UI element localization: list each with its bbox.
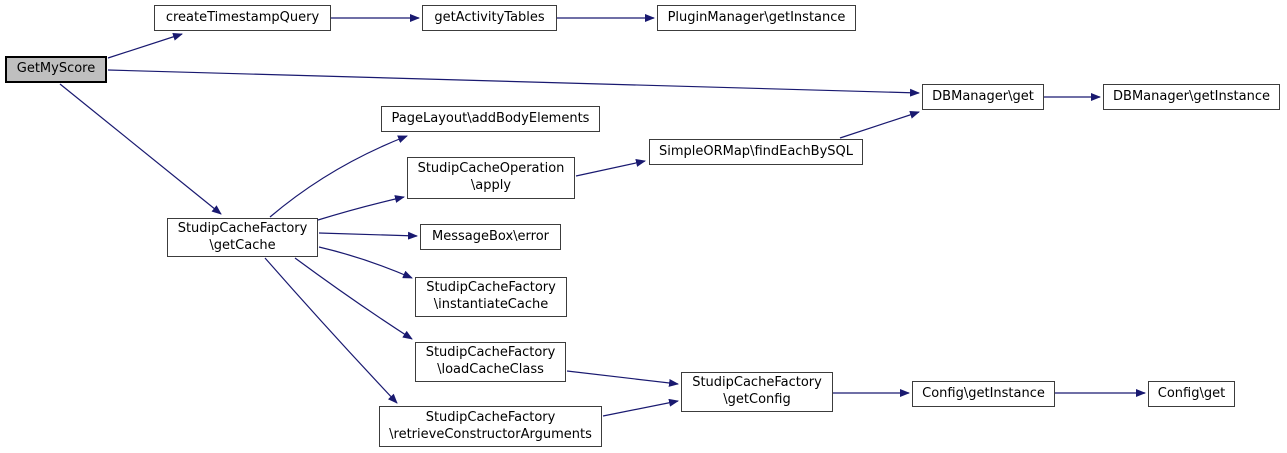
graph-node-config-get[interactable]: Config\get xyxy=(1148,381,1235,407)
graph-node-studip-cache-factory-get-cache[interactable]: StudipCacheFactory\getCache xyxy=(167,218,318,257)
edge-studip-cache-factory-load-cache-class--studip-cache-factory-get-config xyxy=(566,370,679,387)
graph-node-message-box-error[interactable]: MessageBox\error xyxy=(420,224,561,250)
graph-node-studip-cache-factory-instantiate-cache[interactable]: StudipCacheFactory\instantiateCache xyxy=(415,277,567,317)
edge-studip-cache-factory-get-cache--studip-cache-operation-apply xyxy=(317,195,405,221)
edge-studip-cache-factory-retrieve-constructor-arguments--studip-cache-factory-get-config xyxy=(602,398,679,417)
graph-node-page-layout-add-body-elements[interactable]: PageLayout\addBodyElements xyxy=(381,106,600,132)
edge-simple-ormap-find-each-by-sql--db-manager-get xyxy=(839,111,920,139)
graph-node-studip-cache-factory-load-cache-class[interactable]: StudipCacheFactory\loadCacheClass xyxy=(415,342,566,382)
edge-get-my-score--studip-cache-factory-get-cache xyxy=(59,83,222,215)
graph-node-create-timestamp-query[interactable]: createTimestampQuery xyxy=(154,5,331,31)
edge-get-my-score--db-manager-get xyxy=(107,69,920,97)
graph-node-plugin-manager-get-instance[interactable]: PluginManager\getInstance xyxy=(657,5,856,31)
edge-studip-cache-factory-get-cache--message-box-error xyxy=(318,231,418,240)
edge-studip-cache-operation-apply--simple-ormap-find-each-by-sql xyxy=(575,159,646,177)
graph-node-db-manager-get[interactable]: DBManager\get xyxy=(922,84,1044,110)
graph-node-studip-cache-operation-apply[interactable]: StudipCacheOperation\apply xyxy=(407,157,575,199)
edge-studip-cache-factory-get-cache--page-layout-add-body-elements xyxy=(269,135,408,218)
graph-node-studip-cache-factory-get-config[interactable]: StudipCacheFactory\getConfig xyxy=(681,372,833,412)
graph-node-get-my-score: GetMyScore xyxy=(5,56,107,83)
graph-node-db-manager-get-instance[interactable]: DBManager\getInstance xyxy=(1103,84,1280,110)
graph-node-get-activity-tables[interactable]: getActivityTables xyxy=(422,5,557,31)
edge-studip-cache-factory-get-cache--studip-cache-factory-retrieve-constructor-arguments xyxy=(264,257,398,404)
edge-studip-cache-factory-get-cache--studip-cache-factory-instantiate-cache xyxy=(318,246,413,279)
graph-node-simple-ormap-find-each-by-sql[interactable]: SimpleORMap\findEachBySQL xyxy=(649,139,863,165)
graph-node-config-get-instance[interactable]: Config\getInstance xyxy=(912,381,1055,407)
edge-studip-cache-factory-get-cache--studip-cache-factory-load-cache-class xyxy=(294,257,413,340)
edge-get-my-score--create-timestamp-query xyxy=(107,32,183,59)
graph-node-studip-cache-factory-retrieve-constructor-arguments[interactable]: StudipCacheFactory\retrieveConstructorAr… xyxy=(379,406,602,447)
